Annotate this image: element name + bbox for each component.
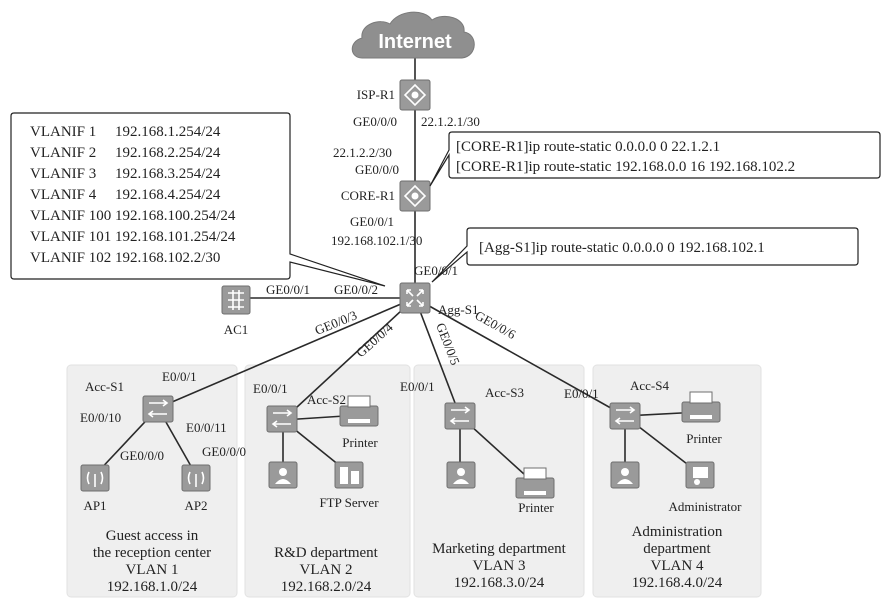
access-switch-icon xyxy=(444,402,476,430)
zone-marketing-vlan: VLAN 3 xyxy=(473,558,526,574)
agg-s1-label: Agg-S1 xyxy=(438,302,478,317)
zone-marketing-line-1: Marketing department xyxy=(432,541,567,557)
access-switch-icon xyxy=(609,402,641,430)
zone-guest-line-1: Guest access in xyxy=(106,528,199,544)
administrator-label: Administrator xyxy=(669,499,743,514)
internet-cloud-icon: Internet xyxy=(351,11,475,59)
s3-up-port-label: E0/0/1 xyxy=(400,379,435,394)
printer-mkt-label: Printer xyxy=(518,500,554,515)
ap2-label: AP2 xyxy=(184,498,207,513)
pc-user-icon xyxy=(446,461,476,489)
agg-to-ac1-port-label: GE0/0/2 xyxy=(334,282,378,297)
vlanif-callout: VLANIF 1 192.168.1.254/24 VLANIF 2 192.1… xyxy=(10,112,386,287)
zone-guest-subnet: 192.168.1.0/24 xyxy=(107,579,198,595)
access-controller-icon xyxy=(221,285,251,315)
access-switch-icon xyxy=(142,395,174,423)
ap1-port-label: GE0/0/0 xyxy=(120,448,164,463)
pc-user-icon xyxy=(610,461,640,489)
vlanif-line-1: VLANIF 1 192.168.1.254/24 xyxy=(30,124,221,140)
printer-rd-label: Printer xyxy=(342,435,378,450)
isp-r1-label: ISP-R1 xyxy=(357,87,395,102)
link-agg-accs3 xyxy=(414,297,461,417)
zone-guest xyxy=(66,364,238,598)
administrator-pc-icon xyxy=(685,461,715,489)
router-icon xyxy=(399,180,431,212)
pc-user-icon xyxy=(268,461,298,489)
acc-s2-label: Acc-S2 xyxy=(307,392,346,407)
link-agg-accs4 xyxy=(414,297,626,417)
isp-port-label: GE0/0/0 xyxy=(353,114,397,129)
agg-config-line: [Agg-S1]ip route-static 0.0.0.0 0 192.16… xyxy=(479,240,765,256)
s4-up-port-label: E0/0/1 xyxy=(564,386,599,401)
printer-icon xyxy=(515,467,555,499)
ap2-port-label: GE0/0/0 xyxy=(202,444,246,459)
ftp-server-label: FTP Server xyxy=(319,495,379,510)
ac1-port-label: GE0/0/1 xyxy=(266,282,310,297)
acc-s4-label: Acc-S4 xyxy=(630,378,669,393)
core-down-port-label: GE0/0/1 xyxy=(350,214,394,229)
internet-label: Internet xyxy=(378,31,452,53)
acc-s1-label: Acc-S1 xyxy=(85,379,124,394)
core-config-callout: [CORE-R1]ip route-static 0.0.0.0 0 22.1.… xyxy=(429,131,881,187)
printer-icon xyxy=(681,391,721,423)
zone-rd-subnet: 192.168.2.0/24 xyxy=(281,579,372,595)
core-ip-label: 22.1.2.2/30 xyxy=(333,145,392,160)
link-agg-accs2 xyxy=(282,297,416,421)
zone-marketing-subnet: 192.168.3.0/24 xyxy=(454,575,545,591)
printer-icon xyxy=(339,395,379,427)
acc-s3-label: Acc-S3 xyxy=(485,385,524,400)
agg-p3-label: GE0/0/3 xyxy=(313,307,359,337)
core-config-line-2: [CORE-R1]ip route-static 192.168.0.0 16 … xyxy=(456,159,795,175)
isp-ip-label: 22.1.2.1/30 xyxy=(421,114,480,129)
core-r1-label: CORE-R1 xyxy=(341,188,395,203)
ap1-label: AP1 xyxy=(83,498,106,513)
s1-p10-label: E0/0/10 xyxy=(80,410,121,425)
s1-p11-label: E0/0/11 xyxy=(186,420,227,435)
zone-rd-line-1: R&D department xyxy=(274,545,379,561)
vlanif-line-5: VLANIF 100 192.168.100.254/24 xyxy=(30,208,236,224)
s1-up-port-label: E0/0/1 xyxy=(162,369,197,384)
zone-admin-subnet: 192.168.4.0/24 xyxy=(632,575,723,591)
agg-config-callout: [Agg-S1]ip route-static 0.0.0.0 0 192.16… xyxy=(431,227,859,283)
vlanif-line-6: VLANIF 101 192.168.101.254/24 xyxy=(30,229,236,245)
zone-admin-line-2: department xyxy=(643,541,711,557)
core-down-ip-label: 192.168.102.1/30 xyxy=(331,233,422,248)
core-config-line-1: [CORE-R1]ip route-static 0.0.0.0 0 22.1.… xyxy=(456,139,720,155)
access-point-icon xyxy=(80,464,110,492)
agg-p6-label: GE0/0/6 xyxy=(473,308,519,343)
vlanif-line-7: VLANIF 102 192.168.102.2/30 xyxy=(30,250,220,266)
core-switch-icon xyxy=(399,282,431,314)
vlanif-line-2: VLANIF 2 192.168.2.254/24 xyxy=(30,145,221,161)
zone-admin-vlan: VLAN 4 xyxy=(651,558,704,574)
zone-rd-vlan: VLAN 2 xyxy=(300,562,353,578)
zone-guest-line-2: the reception center xyxy=(93,545,211,561)
router-icon xyxy=(399,79,431,111)
vlanif-line-4: VLANIF 4 192.168.4.254/24 xyxy=(30,187,221,203)
vlanif-line-3: VLANIF 3 192.168.3.254/24 xyxy=(30,166,221,182)
core-up-port-label: GE0/0/0 xyxy=(355,162,399,177)
zone-guest-vlan: VLAN 1 xyxy=(126,562,179,578)
zone-admin-line-1: Administration xyxy=(632,524,723,540)
access-switch-icon xyxy=(266,405,298,433)
ftp-server-icon xyxy=(334,461,364,489)
link-agg-accs1 xyxy=(157,297,416,409)
ac1-label: AC1 xyxy=(224,322,249,337)
agg-p5-label: GE0/0/5 xyxy=(433,321,463,368)
s2-up-port-label: E0/0/1 xyxy=(253,381,288,396)
agg-p4-label: GE0/0/4 xyxy=(353,319,396,360)
printer-admin-label: Printer xyxy=(686,431,722,446)
access-point-icon xyxy=(181,464,211,492)
